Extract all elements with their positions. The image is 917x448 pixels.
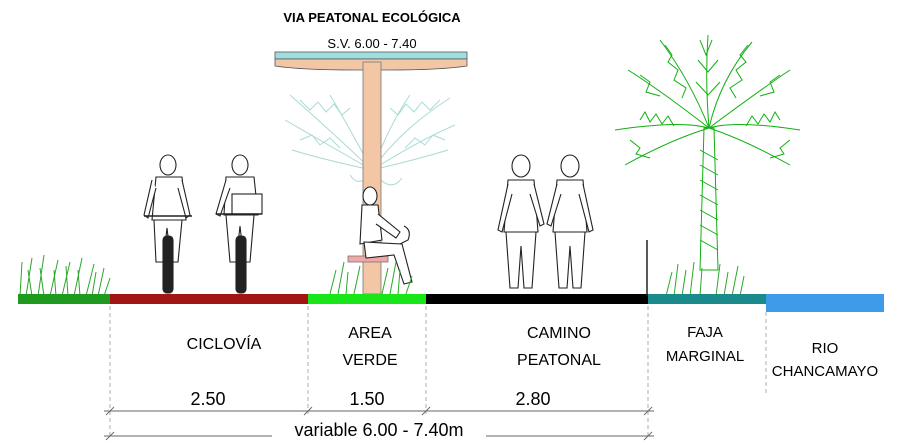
seated-person-figure [359, 186, 413, 285]
zone-bar-area-verde [308, 294, 426, 304]
zone-label-camino-line2: PEATONAL [517, 352, 601, 369]
total-label-backdrop [272, 419, 486, 439]
zone-division-lines [109, 306, 767, 438]
zone-label-ciclovia: CICLOVÍA [187, 334, 262, 353]
grass-tufts [19, 254, 745, 297]
width-label-ciclovia: 2.50 [190, 389, 225, 409]
cyclist-figure-1 [143, 154, 192, 294]
zone-label-faja-line1: FAJA [687, 324, 723, 341]
zone-label-rio-line1: RIO [812, 340, 839, 357]
zone-label-rio-line2: CHANCAMAYO [772, 363, 878, 380]
faded-palm-illustration [284, 94, 456, 186]
ground-left [18, 294, 110, 304]
zone-bar-rio [766, 294, 884, 312]
palm-tree-illustration [614, 34, 801, 271]
zone-label-area-line2: VERDE [342, 352, 397, 369]
diagram-title: VIA PEATONAL ECOLÓGICA [283, 10, 461, 25]
diagram-subtitle: S.V. 6.00 - 7.40 [327, 36, 416, 51]
zone-label-area-line1: AREA [348, 325, 392, 342]
zone-bar-faja-marginal [648, 294, 766, 304]
width-label-area-verde: 1.50 [349, 389, 384, 409]
pedestrian-figure-2 [546, 154, 594, 289]
cyclist-figure-2 [215, 154, 263, 294]
zone-bar-camino-peatonal [426, 294, 648, 304]
width-label-camino: 2.80 [515, 389, 550, 409]
zone-label-faja-line2: MARGINAL [666, 348, 744, 365]
zone-label-camino-line1: CAMINO [527, 325, 591, 342]
pedestrian-figure-1 [497, 154, 545, 289]
canopy-roof [274, 51, 468, 60]
total-width-label: variable 6.00 - 7.40m [294, 420, 463, 440]
zone-bar-ciclovia [110, 294, 308, 304]
dimension-line-segments [104, 406, 654, 416]
